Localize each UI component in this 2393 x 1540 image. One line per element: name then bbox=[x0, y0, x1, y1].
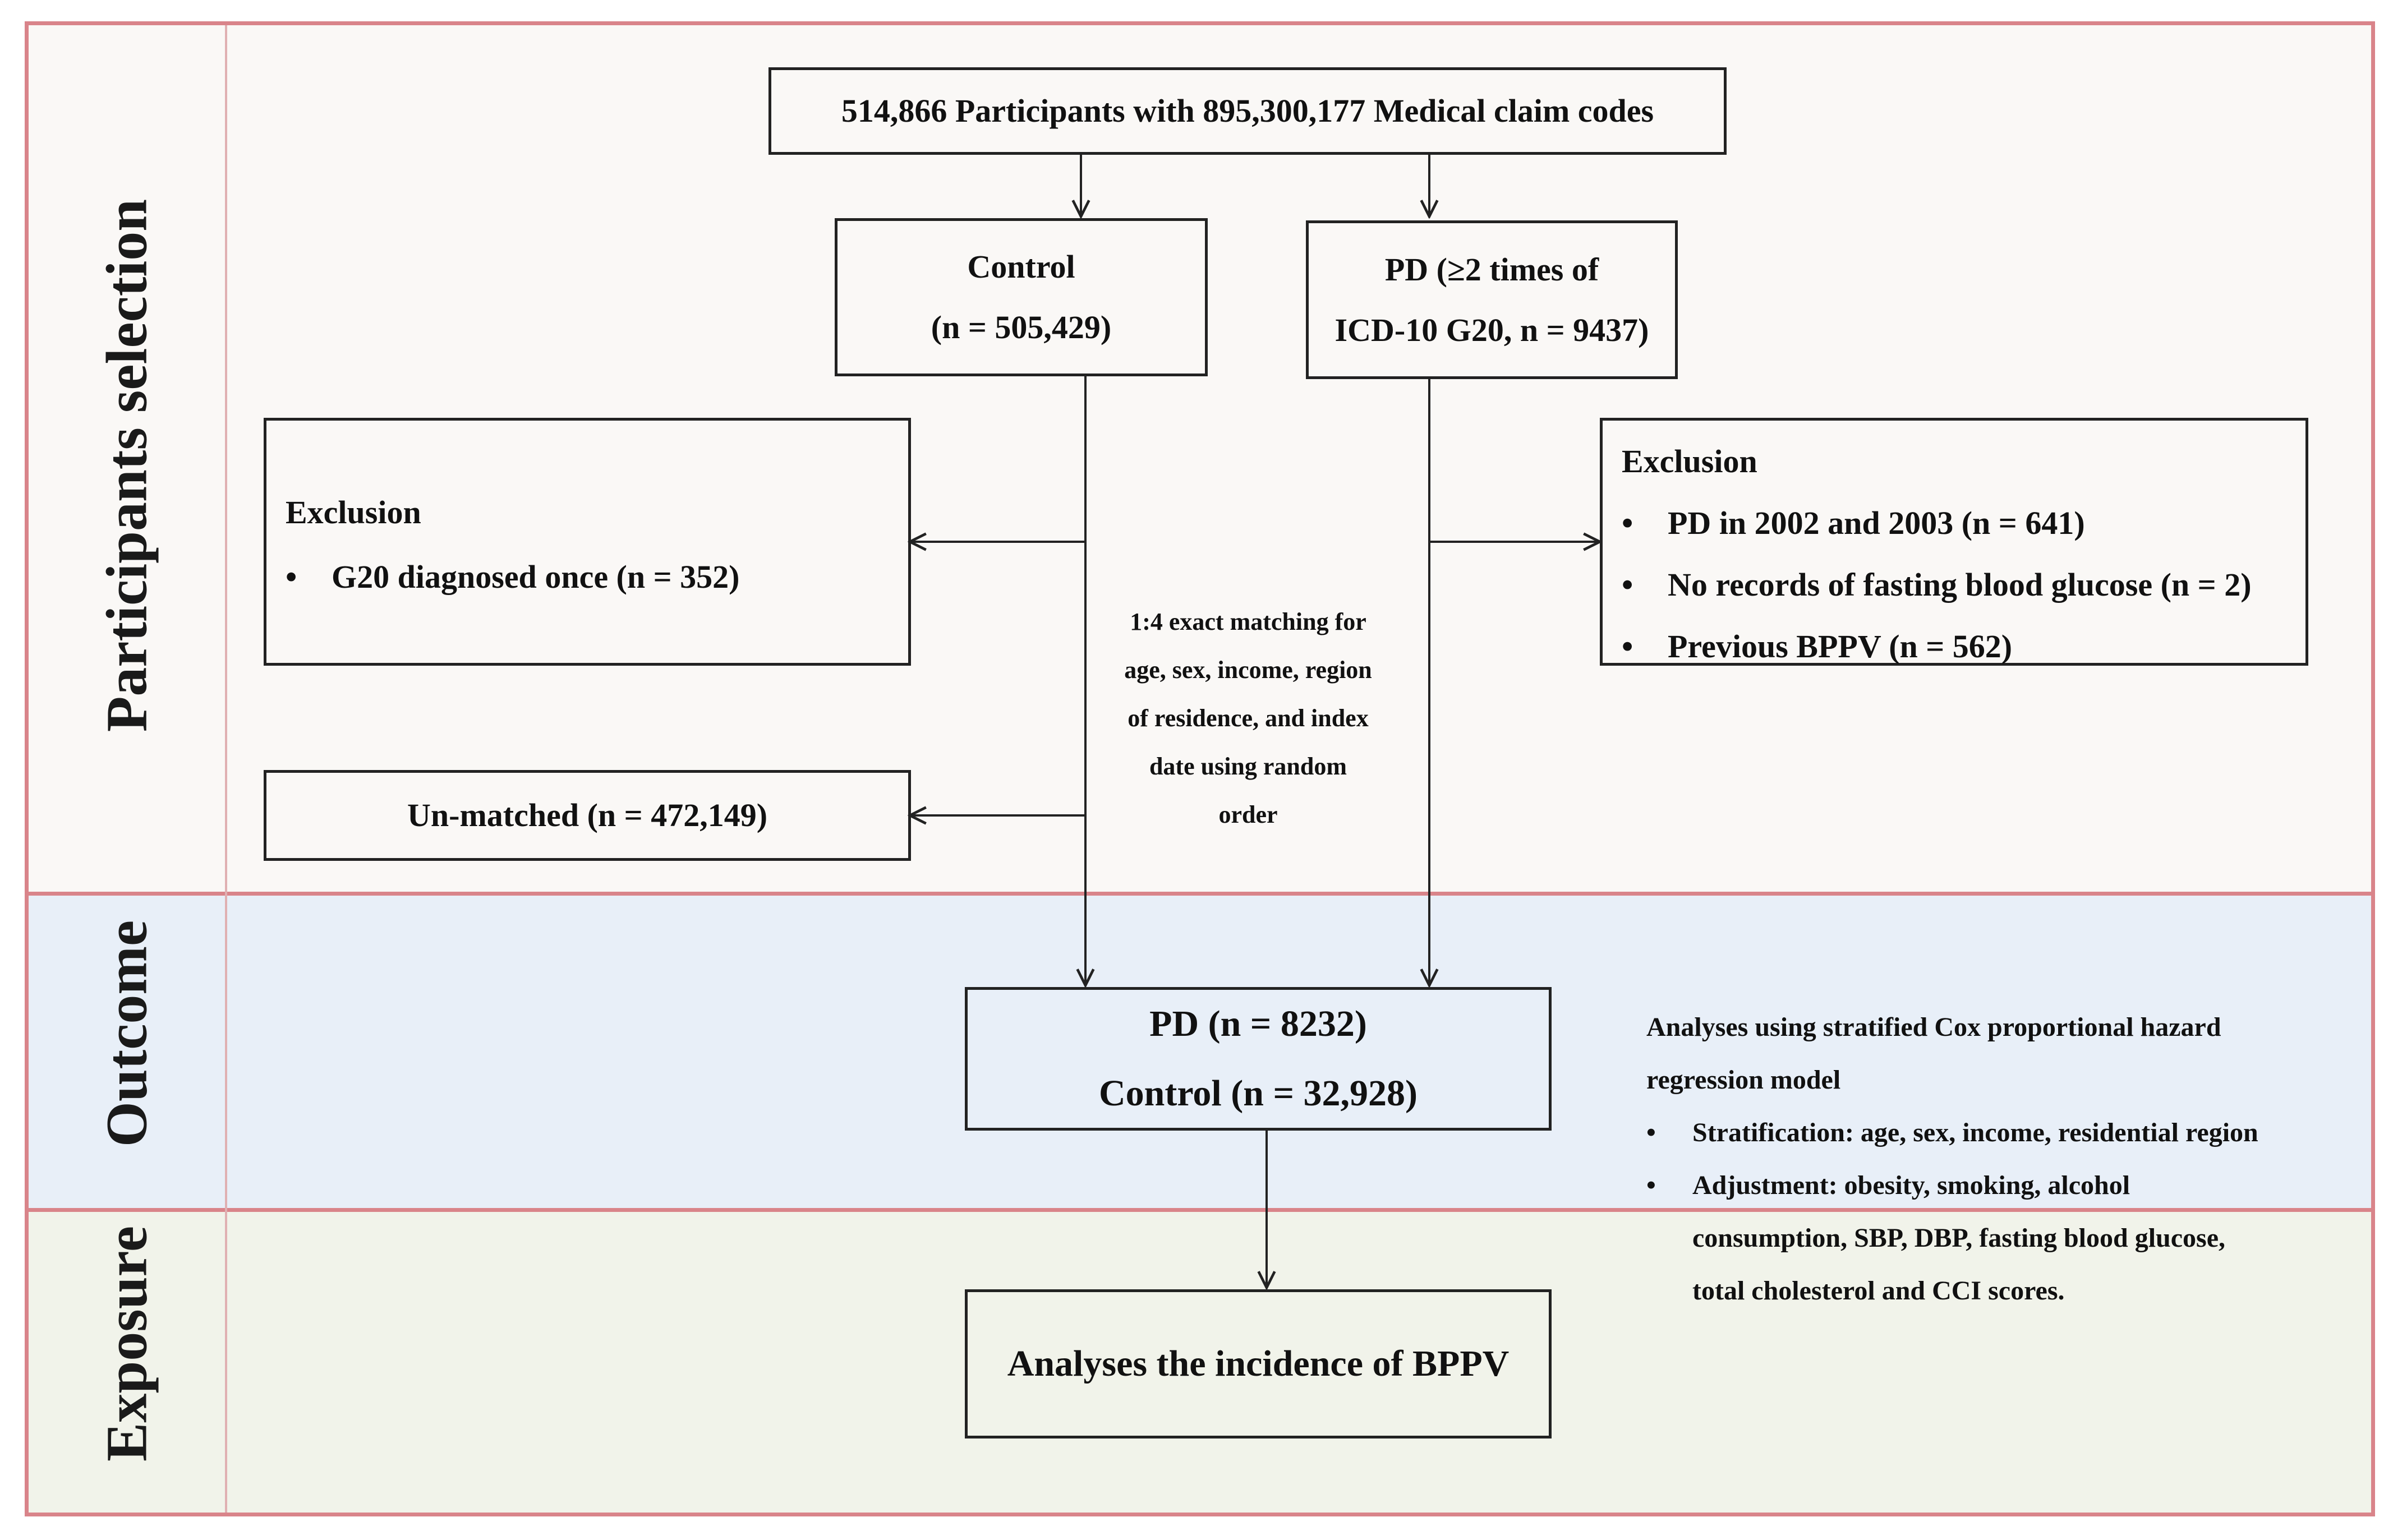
exposure-band bbox=[29, 1212, 2371, 1513]
participants-box-text: 514,866 Participants with 895,300,177 Me… bbox=[841, 93, 1654, 129]
pd-box-title: PD (≥2 times of bbox=[1384, 251, 1599, 288]
outer-frame bbox=[25, 21, 2375, 1516]
exclusion-right-box: Exclusion PD in 2002 and 2003 (n = 641) … bbox=[1600, 418, 2308, 677]
exclusion-left-title: Exclusion bbox=[286, 494, 421, 531]
outcome-control-count: Control (n = 32,928) bbox=[1098, 1073, 1418, 1114]
exclusion-left-box: Exclusion G20 diagnosed once (n = 352) bbox=[264, 418, 911, 666]
analysis-note-title: regression model bbox=[1646, 1065, 1841, 1095]
unmatched-box-text: Un-matched (n = 472,149) bbox=[407, 797, 768, 833]
section-divider bbox=[25, 1208, 2375, 1212]
control-box-title: Control bbox=[967, 248, 1075, 285]
analysis-adjustment-cont: total cholesterol and CCI scores. bbox=[1692, 1276, 2065, 1306]
exclusion-right-item: No records of fasting blood glucose (n =… bbox=[1622, 554, 2305, 616]
analysis-note-title: Analyses using stratified Cox proportion… bbox=[1646, 1012, 2221, 1042]
exposure-box: Analyses the incidence of BPPV bbox=[965, 1289, 1552, 1438]
pd-box: PD (≥2 times of ICD-10 G20, n = 9437) bbox=[1306, 220, 1678, 379]
exclusion-right-item: PD in 2002 and 2003 (n = 641) bbox=[1622, 492, 2305, 554]
control-box: Control (n = 505,429) bbox=[835, 218, 1208, 376]
analysis-note: Analyses using stratified Cox proportion… bbox=[1646, 1001, 2376, 1317]
matching-note-line: 1:4 exact matching for bbox=[1130, 608, 1366, 635]
participants-box: 514,866 Participants with 895,300,177 Me… bbox=[768, 67, 1727, 155]
label-column-divider bbox=[225, 25, 227, 1513]
analysis-adjustment: Adjustment: obesity, smoking, alcohol bbox=[1646, 1159, 2376, 1212]
participants-selection-band bbox=[29, 25, 2371, 892]
exclusion-right-title: Exclusion bbox=[1622, 443, 1757, 479]
outcome-pd-count: PD (n = 8232) bbox=[1149, 1003, 1367, 1044]
matching-note-line: of residence, and index bbox=[1128, 704, 1369, 732]
matching-note-line: date using random bbox=[1149, 753, 1347, 780]
exposure-box-text: Analyses the incidence of BPPV bbox=[1007, 1343, 1510, 1384]
exclusion-right-item: Previous BPPV (n = 562) bbox=[1622, 616, 2305, 677]
matching-note-line: order bbox=[1218, 801, 1278, 828]
pd-box-count: ICD-10 G20, n = 9437) bbox=[1334, 311, 1649, 348]
analysis-stratification: Stratification: age, sex, income, reside… bbox=[1646, 1106, 2376, 1159]
section-divider bbox=[25, 892, 2375, 896]
analysis-adjustment-cont: consumption, SBP, DBP, fasting blood glu… bbox=[1692, 1223, 2226, 1253]
unmatched-box: Un-matched (n = 472,149) bbox=[264, 770, 911, 861]
control-box-count: (n = 505,429) bbox=[931, 309, 1112, 345]
outcome-box: PD (n = 8232) Control (n = 32,928) bbox=[965, 987, 1552, 1131]
matching-note: 1:4 exact matching for age, sex, income,… bbox=[1099, 598, 1397, 839]
exclusion-left-item: G20 diagnosed once (n = 352) bbox=[286, 558, 908, 596]
matching-note-line: age, sex, income, region bbox=[1124, 656, 1372, 684]
